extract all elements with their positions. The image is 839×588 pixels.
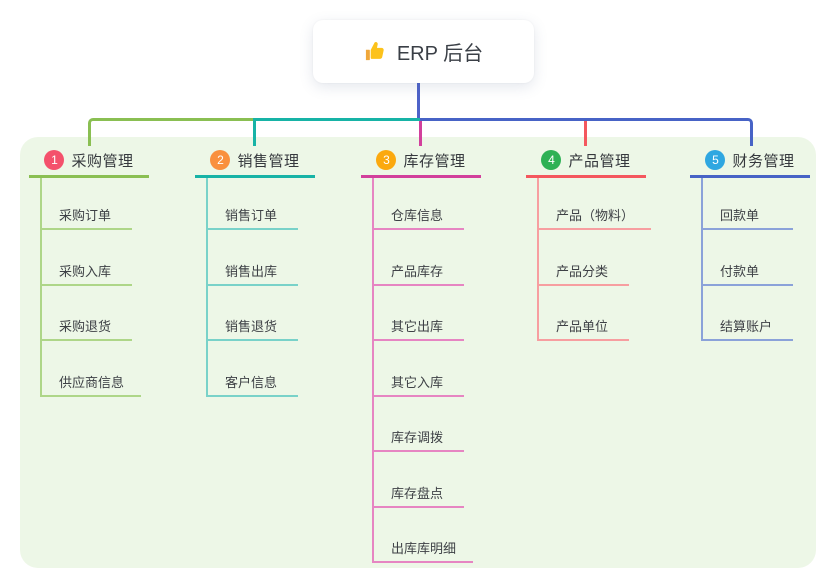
child-node[interactable]: 采购订单 <box>59 208 112 223</box>
child-underline <box>372 505 464 508</box>
child-underline <box>206 228 298 230</box>
child-underline <box>40 283 132 286</box>
connector-drop-product <box>584 121 587 146</box>
branches-panel <box>20 137 816 568</box>
child-node[interactable]: 库存盘点 <box>391 485 444 501</box>
child-node[interactable]: 销售出库 <box>225 263 278 279</box>
child-underline <box>372 561 473 563</box>
child-connector-line <box>372 178 374 563</box>
child-underline <box>701 339 793 341</box>
child-node[interactable]: 出库库明细 <box>391 541 457 556</box>
connector-bus-left <box>88 118 255 146</box>
branch-label: 采购管理 <box>71 152 134 170</box>
connector-root-line <box>417 82 420 119</box>
child-connector-line <box>537 178 539 341</box>
root-node[interactable]: ERP 后台 <box>313 20 534 83</box>
connector-bus-right <box>420 118 753 146</box>
branch-underline <box>361 175 481 178</box>
child-node[interactable]: 付款单 <box>720 263 760 279</box>
child-node[interactable]: 销售退货 <box>225 319 278 334</box>
branch-node-4[interactable]: 4 产品管理 <box>518 147 654 173</box>
child-node[interactable]: 产品（物料） <box>556 208 635 223</box>
child-underline <box>537 228 651 230</box>
child-node[interactable]: 其它出库 <box>391 319 444 334</box>
branch-label: 销售管理 <box>237 152 300 170</box>
child-node[interactable]: 产品分类 <box>556 263 609 279</box>
branch-node-2[interactable]: 2 销售管理 <box>187 147 323 173</box>
branch-node-3[interactable]: 3 库存管理 <box>353 147 489 173</box>
child-node[interactable]: 回款单 <box>720 208 760 223</box>
branch-label: 库存管理 <box>403 152 466 170</box>
child-underline <box>537 283 629 286</box>
connector-drop-inventory <box>419 121 422 146</box>
child-underline <box>206 283 298 286</box>
child-node[interactable]: 产品单位 <box>556 319 609 334</box>
child-node[interactable]: 仓库信息 <box>391 208 444 223</box>
child-underline <box>40 394 141 397</box>
child-node[interactable]: 采购入库 <box>59 263 112 279</box>
child-underline <box>40 228 132 230</box>
child-node[interactable]: 库存调拨 <box>391 430 444 445</box>
child-underline <box>537 339 629 341</box>
child-node[interactable]: 采购退货 <box>59 319 112 334</box>
branch-underline <box>29 175 149 178</box>
connector-bus-mid <box>253 118 421 146</box>
child-node[interactable]: 客户信息 <box>225 374 278 390</box>
child-underline <box>206 394 298 397</box>
child-underline <box>701 283 793 286</box>
branch-label: 财务管理 <box>732 152 795 170</box>
child-underline <box>206 339 298 341</box>
branch-node-5[interactable]: 5 财务管理 <box>682 147 818 173</box>
branch-badge: 3 <box>376 150 397 170</box>
child-node[interactable]: 产品库存 <box>391 263 444 279</box>
thumbs-up-icon <box>364 40 387 63</box>
child-underline <box>372 394 464 397</box>
child-underline <box>372 339 464 341</box>
root-node-label: ERP 后台 <box>396 43 484 65</box>
child-connector-line <box>40 178 42 397</box>
branch-underline <box>526 175 646 178</box>
child-underline <box>40 339 132 341</box>
branch-label: 产品管理 <box>568 152 631 170</box>
branch-badge: 5 <box>705 150 726 170</box>
child-connector-line <box>701 178 703 341</box>
branch-badge: 1 <box>44 150 65 170</box>
child-underline <box>701 228 793 230</box>
child-node[interactable]: 其它入库 <box>391 374 444 390</box>
child-underline <box>372 283 464 286</box>
branch-badge: 2 <box>210 150 231 170</box>
branch-node-1[interactable]: 1 采购管理 <box>21 147 157 173</box>
child-node[interactable]: 销售订单 <box>225 208 278 223</box>
branch-badge: 4 <box>541 150 562 170</box>
branch-underline <box>690 175 810 178</box>
child-connector-line <box>206 178 208 397</box>
child-node[interactable]: 供应商信息 <box>59 374 125 390</box>
branch-underline <box>195 175 315 178</box>
child-underline <box>372 228 464 230</box>
child-node[interactable]: 结算账户 <box>720 319 773 334</box>
child-underline <box>372 450 464 452</box>
